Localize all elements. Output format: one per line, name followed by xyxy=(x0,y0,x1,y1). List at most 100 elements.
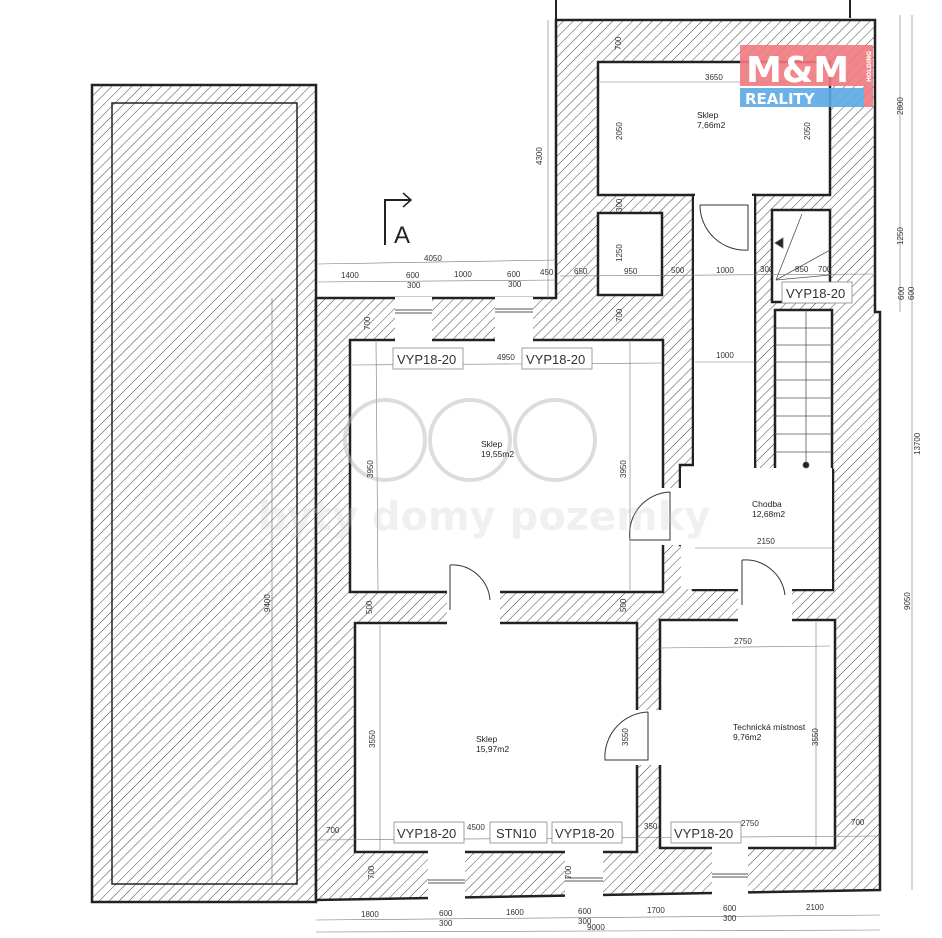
dim: 500 xyxy=(671,266,685,275)
dim: 1250 xyxy=(896,227,905,245)
dim: 1800 xyxy=(361,910,379,919)
dim: 2050 xyxy=(615,122,624,140)
tag: VYP18-20 xyxy=(397,826,456,841)
staircase xyxy=(774,213,832,469)
dim: 2150 xyxy=(757,537,775,546)
dim: 2750 xyxy=(741,819,759,828)
dim: 300 xyxy=(407,281,421,290)
dim: 1400 xyxy=(341,271,359,280)
dim: 700 xyxy=(818,265,832,274)
dim: 600 xyxy=(723,904,737,913)
dim: 300 xyxy=(615,198,624,212)
stair-flight xyxy=(773,308,834,472)
dim: 3950 xyxy=(619,460,628,478)
dim: 700 xyxy=(326,826,340,835)
dim: 3550 xyxy=(368,730,377,748)
section-label: A xyxy=(394,222,410,249)
dim: 3550 xyxy=(811,728,820,746)
dim: 9050 xyxy=(903,592,912,610)
room-sklep-middle xyxy=(348,338,665,594)
dim: 850 xyxy=(795,265,809,274)
room-name: Chodba xyxy=(752,499,782,509)
svg-text:REALITY: REALITY xyxy=(745,90,816,108)
svg-text:HOLDING: HOLDING xyxy=(866,51,873,82)
dim: 2050 xyxy=(803,122,812,140)
dimension-labels: 4050 1400 600 300 1000 600 300 450 650 9… xyxy=(263,36,922,932)
tag: VYP18-20 xyxy=(674,826,733,841)
dim: 300 xyxy=(760,265,774,274)
dim: 300 xyxy=(578,917,592,926)
dim: 700 xyxy=(564,865,573,879)
section-marker: A xyxy=(384,192,413,249)
room-name: Sklep xyxy=(476,734,498,744)
mm-reality-logo: M&M REALITY HOLDING xyxy=(740,45,873,108)
dim: 700 xyxy=(851,818,865,827)
dim: 450 xyxy=(540,268,554,277)
window-sills xyxy=(395,308,748,884)
dim: 1600 xyxy=(506,908,524,917)
door-swings xyxy=(449,204,786,761)
dim: 1000 xyxy=(716,351,734,360)
room-name: Technická místnost xyxy=(733,722,806,732)
dim: 650 xyxy=(574,267,588,276)
left-hatched-area xyxy=(90,83,318,904)
dim: 950 xyxy=(624,267,638,276)
room-name: Sklep xyxy=(481,439,503,449)
room-sklep-bottom xyxy=(353,621,639,854)
material-tags: VYP18-20 VYP18-20 VYP18-20 VYP18-20 VYP1… xyxy=(392,281,853,844)
dim: 700 xyxy=(615,308,624,322)
dim: 4500 xyxy=(467,823,485,832)
tag: VYP18-20 xyxy=(555,826,614,841)
dim: 300 xyxy=(723,914,737,923)
dim: 600 xyxy=(406,271,420,280)
room-technicka xyxy=(658,618,837,850)
room-area: 15,97m2 xyxy=(476,744,509,754)
niche xyxy=(596,211,664,297)
dim: 350 xyxy=(644,822,658,831)
dim: 1000 xyxy=(716,266,734,275)
room-area: 19,55m2 xyxy=(481,449,514,459)
dim: 4300 xyxy=(535,147,544,165)
dim: 600 xyxy=(907,286,916,300)
dim: 2100 xyxy=(806,903,824,912)
dim: 9400 xyxy=(263,594,272,612)
dim: 13700 xyxy=(913,432,922,455)
dim: 600 xyxy=(439,909,453,918)
svg-text:M&M: M&M xyxy=(746,50,849,91)
dim: 700 xyxy=(614,36,623,50)
dim: 600 xyxy=(507,270,521,279)
dim: 4050 xyxy=(424,254,442,263)
dim: 600 xyxy=(897,286,906,300)
dim: 700 xyxy=(367,865,376,879)
dim: 500 xyxy=(619,598,628,612)
dim: 300 xyxy=(439,919,453,928)
dim: 1250 xyxy=(615,244,624,262)
dim: 2750 xyxy=(734,637,752,646)
dim: 700 xyxy=(363,316,372,330)
dim: 300 xyxy=(508,280,522,289)
openings xyxy=(395,193,792,902)
dim: 2800 xyxy=(896,97,905,115)
dim: 9000 xyxy=(587,923,605,932)
dim: 1700 xyxy=(647,906,665,915)
dim: 500 xyxy=(365,600,374,614)
dim: 4950 xyxy=(497,353,515,362)
room-labels: Sklep 7,66m2 Sklep 19,55m2 Chodba 12,68m… xyxy=(476,110,806,754)
dim: 3550 xyxy=(621,728,630,746)
dim: 3650 xyxy=(705,73,723,82)
tag: VYP18-20 xyxy=(786,286,845,301)
tag: VYP18-20 xyxy=(526,352,585,367)
dim: 600 xyxy=(578,907,592,916)
dim: 3950 xyxy=(366,460,375,478)
room-name: Sklep xyxy=(697,110,719,120)
watermark: byty domy pozemky xyxy=(258,398,711,540)
watermark-text: byty domy pozemky xyxy=(258,494,711,540)
room-area: 9,76m2 xyxy=(733,732,762,742)
dim: 1000 xyxy=(454,270,472,279)
room-area: 12,68m2 xyxy=(752,509,785,519)
tag: VYP18-20 xyxy=(397,352,456,367)
rooms xyxy=(348,60,837,854)
dimension-lines xyxy=(315,15,913,933)
tag: STN10 xyxy=(496,826,536,841)
